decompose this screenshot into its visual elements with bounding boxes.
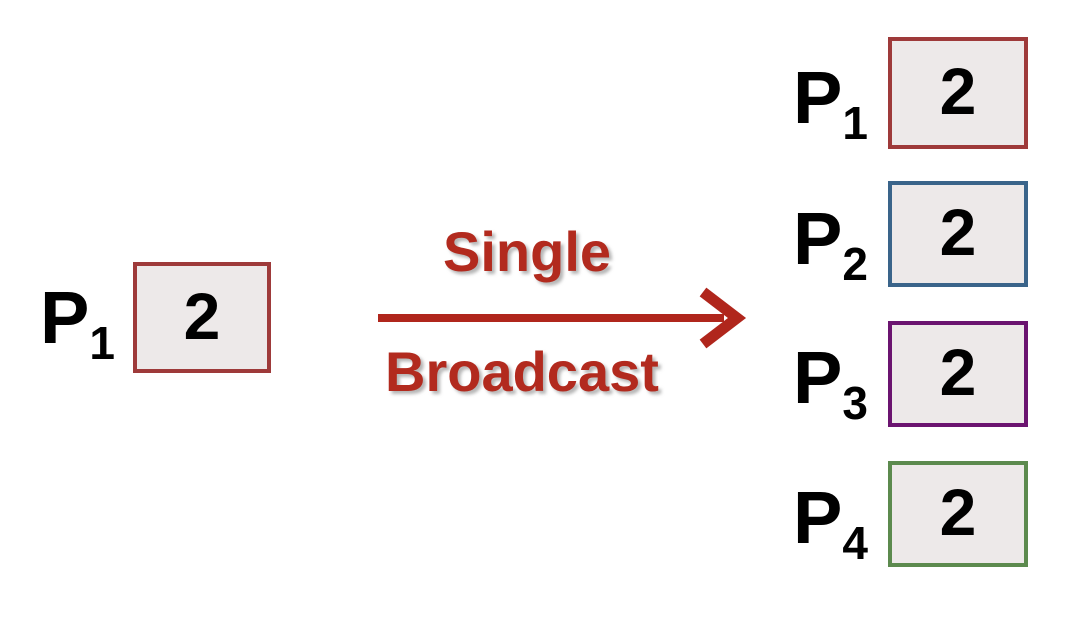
- destination-process-label-p4-subscript: 4: [842, 517, 868, 569]
- destination-data-box-p3: 2: [888, 321, 1028, 427]
- source-process-label-p1-subscript: 1: [89, 317, 115, 369]
- destination-data-value-p3: 2: [939, 335, 977, 409]
- destination-data-box-p1: 2: [888, 37, 1028, 149]
- destination-process-label-p3-base: P: [793, 336, 842, 419]
- operation-label-line1: Single: [443, 220, 612, 283]
- destination-process-label-p3: P3: [793, 341, 868, 427]
- operation-label-line2: Broadcast: [385, 340, 659, 403]
- destination-process-label-p2: P2: [793, 202, 868, 288]
- destination-process-label-p2-base: P: [793, 197, 842, 280]
- source-data-box-p1: 2: [133, 262, 271, 373]
- source-process-label-p1: P1: [40, 281, 115, 367]
- source-process-label-p1-base: P: [40, 276, 89, 359]
- destination-data-box-p2: 2: [888, 181, 1028, 287]
- broadcast-arrow: [378, 287, 747, 349]
- destination-data-value-p4: 2: [939, 475, 977, 549]
- destination-process-label-p1-base: P: [793, 56, 842, 139]
- destination-process-label-p3-subscript: 3: [842, 377, 868, 429]
- destination-data-value-p2: 2: [939, 195, 977, 269]
- destination-process-label-p4-base: P: [793, 476, 842, 559]
- destination-process-label-p1-subscript: 1: [842, 97, 868, 149]
- destination-process-label-p1: P1: [793, 61, 868, 147]
- destination-data-value-p1: 2: [939, 54, 977, 128]
- destination-process-label-p4: P4: [793, 481, 868, 567]
- destination-process-label-p2-subscript: 2: [842, 238, 868, 290]
- source-data-value-p1: 2: [183, 278, 221, 353]
- destination-data-box-p4: 2: [888, 461, 1028, 567]
